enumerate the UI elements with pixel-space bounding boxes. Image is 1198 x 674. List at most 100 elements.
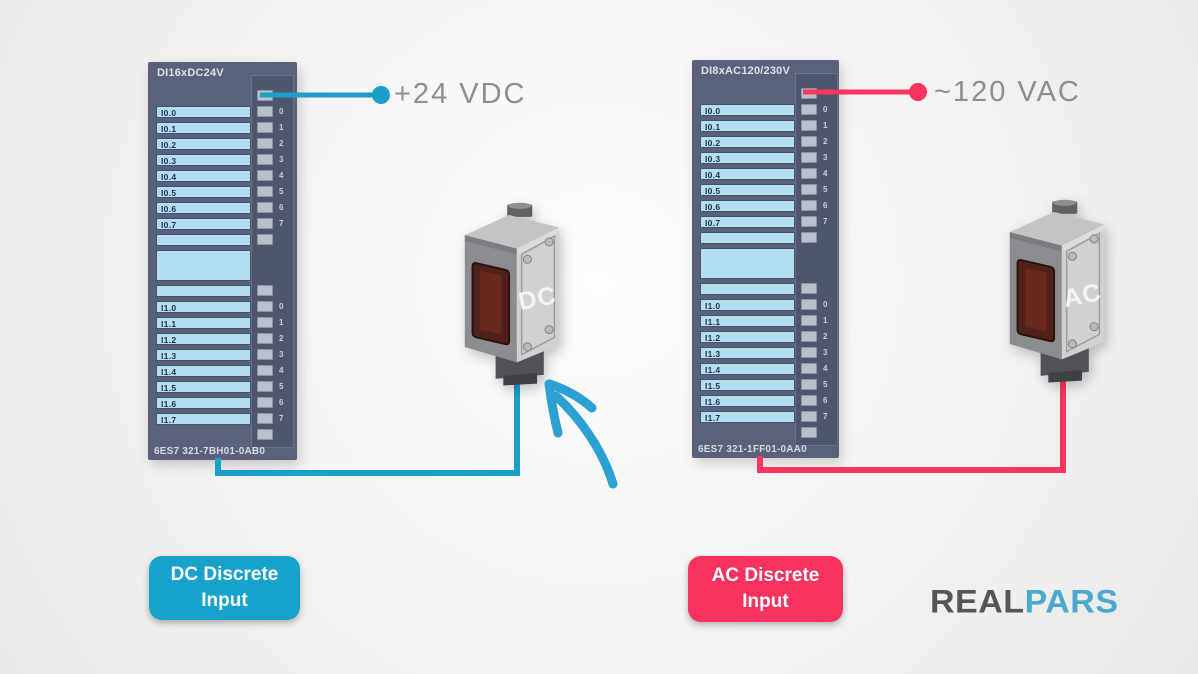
led-number: 2 bbox=[279, 334, 284, 343]
channel-rows: I0.0 0 I0.1 1 bbox=[692, 88, 839, 439]
channel-label: I0.6 bbox=[161, 204, 177, 214]
channel-led bbox=[257, 186, 273, 197]
led-number: 1 bbox=[823, 121, 828, 130]
channel-row: I0.0 0 bbox=[148, 106, 297, 118]
channel-led bbox=[801, 347, 817, 358]
channel-led bbox=[257, 397, 273, 408]
channel-row: I1.3 3 bbox=[692, 347, 839, 359]
spacer-box-tall bbox=[156, 250, 251, 281]
channel-label-box: I0.5 bbox=[156, 186, 251, 198]
channel-row: I1.0 0 bbox=[692, 299, 839, 311]
dc-caption-badge: DC Discrete Input bbox=[149, 556, 300, 620]
led-number: 6 bbox=[279, 398, 284, 407]
led-number: 7 bbox=[823, 412, 828, 421]
bottom-led-row bbox=[148, 429, 297, 441]
channel-row: I1.4 4 bbox=[692, 363, 839, 375]
led-number: 4 bbox=[279, 171, 284, 180]
led-number: 2 bbox=[823, 332, 828, 341]
channel-label-box: I0.5 bbox=[700, 184, 795, 196]
dc-power-label: +24 VDC bbox=[394, 78, 527, 110]
led-number: 4 bbox=[823, 169, 828, 178]
channel-row: I0.3 3 bbox=[148, 154, 297, 166]
channel-row: I0.4 4 bbox=[692, 168, 839, 180]
led-number: 6 bbox=[823, 201, 828, 210]
channel-row: I0.2 2 bbox=[692, 136, 839, 148]
led-number: 1 bbox=[279, 123, 284, 132]
module-header: DI8xAC120/230V bbox=[701, 65, 791, 77]
channel-led bbox=[257, 349, 273, 360]
channel-label: I1.4 bbox=[705, 365, 721, 375]
channel-label-box: I0.7 bbox=[700, 216, 795, 228]
channel-led bbox=[801, 152, 817, 163]
realpars-logo: REALPARS bbox=[930, 584, 1119, 621]
led-number: 5 bbox=[823, 185, 828, 194]
channel-label: I1.5 bbox=[705, 381, 721, 391]
channel-led bbox=[801, 168, 817, 179]
led-number: 3 bbox=[823, 348, 828, 357]
led-number: 7 bbox=[823, 217, 828, 226]
channel-label: I1.7 bbox=[705, 413, 721, 423]
spacer-box bbox=[700, 232, 795, 244]
led-number: 0 bbox=[279, 302, 284, 311]
channel-label: I0.0 bbox=[705, 106, 721, 116]
channel-led bbox=[801, 104, 817, 115]
spacer-box-tall bbox=[700, 248, 795, 279]
channel-label: I0.5 bbox=[161, 188, 177, 198]
reserved-led bbox=[801, 232, 817, 243]
ac-photoelectric-sensor: AC bbox=[1009, 199, 1105, 383]
led-number: 0 bbox=[279, 107, 284, 116]
channel-label: I1.0 bbox=[705, 301, 721, 311]
channel-label-box: I0.2 bbox=[156, 138, 251, 150]
channel-led bbox=[801, 216, 817, 227]
power-led bbox=[257, 90, 273, 101]
channel-label: I1.3 bbox=[705, 349, 721, 359]
channel-label-box: I1.4 bbox=[156, 365, 251, 377]
channel-led bbox=[257, 202, 273, 213]
channel-label: I0.3 bbox=[161, 156, 177, 166]
channel-label-box: I1.1 bbox=[700, 315, 795, 327]
ac-power-label: ~120 VAC bbox=[934, 76, 1081, 108]
channel-label: I1.6 bbox=[705, 397, 721, 407]
part-number: 6ES7 321-7BH01-0AB0 bbox=[154, 446, 266, 457]
led-number: 7 bbox=[279, 219, 284, 228]
channel-label-box: I1.5 bbox=[156, 381, 251, 393]
channel-led bbox=[257, 365, 273, 376]
channel-label: I0.5 bbox=[705, 186, 721, 196]
led-number: 2 bbox=[279, 139, 284, 148]
channel-led bbox=[801, 379, 817, 390]
channel-label-box: I0.7 bbox=[156, 218, 251, 230]
led-number: 3 bbox=[279, 350, 284, 359]
spacer-row bbox=[692, 283, 839, 295]
channel-row: I0.1 1 bbox=[692, 120, 839, 132]
channel-row: I1.2 2 bbox=[148, 333, 297, 345]
ac-input-module: DI8xAC120/230V I0.0 0 I0.1 bbox=[692, 60, 839, 458]
channel-row: I1.0 0 bbox=[148, 301, 297, 313]
module-header: DI16xDC24V bbox=[157, 67, 224, 79]
channel-row: I1.4 4 bbox=[148, 365, 297, 377]
channel-led bbox=[257, 122, 273, 133]
ac-terminal-dot bbox=[909, 83, 927, 101]
channel-label-box: I0.3 bbox=[700, 152, 795, 164]
spacer-row bbox=[148, 285, 297, 297]
channel-label: I1.1 bbox=[161, 319, 177, 329]
spacer-box bbox=[156, 285, 251, 297]
channel-row: I1.5 5 bbox=[148, 381, 297, 393]
channel-led bbox=[801, 331, 817, 342]
led-number: 3 bbox=[823, 153, 828, 162]
channel-label-box: I1.2 bbox=[700, 331, 795, 343]
channel-row: I0.1 1 bbox=[148, 122, 297, 134]
logo-real-text: REAL bbox=[930, 583, 1025, 621]
channel-label: I1.1 bbox=[705, 317, 721, 327]
channel-row: I1.2 2 bbox=[692, 331, 839, 343]
channel-row: I0.5 5 bbox=[148, 186, 297, 198]
led-number: 2 bbox=[823, 137, 828, 146]
channel-label: I0.2 bbox=[705, 138, 721, 148]
channel-label-box: I1.3 bbox=[156, 349, 251, 361]
channel-led bbox=[801, 136, 817, 147]
led-number: 5 bbox=[823, 380, 828, 389]
led-number: 4 bbox=[823, 364, 828, 373]
channel-led bbox=[801, 200, 817, 211]
channel-label-box: I0.6 bbox=[156, 202, 251, 214]
reserved-led bbox=[257, 234, 273, 245]
